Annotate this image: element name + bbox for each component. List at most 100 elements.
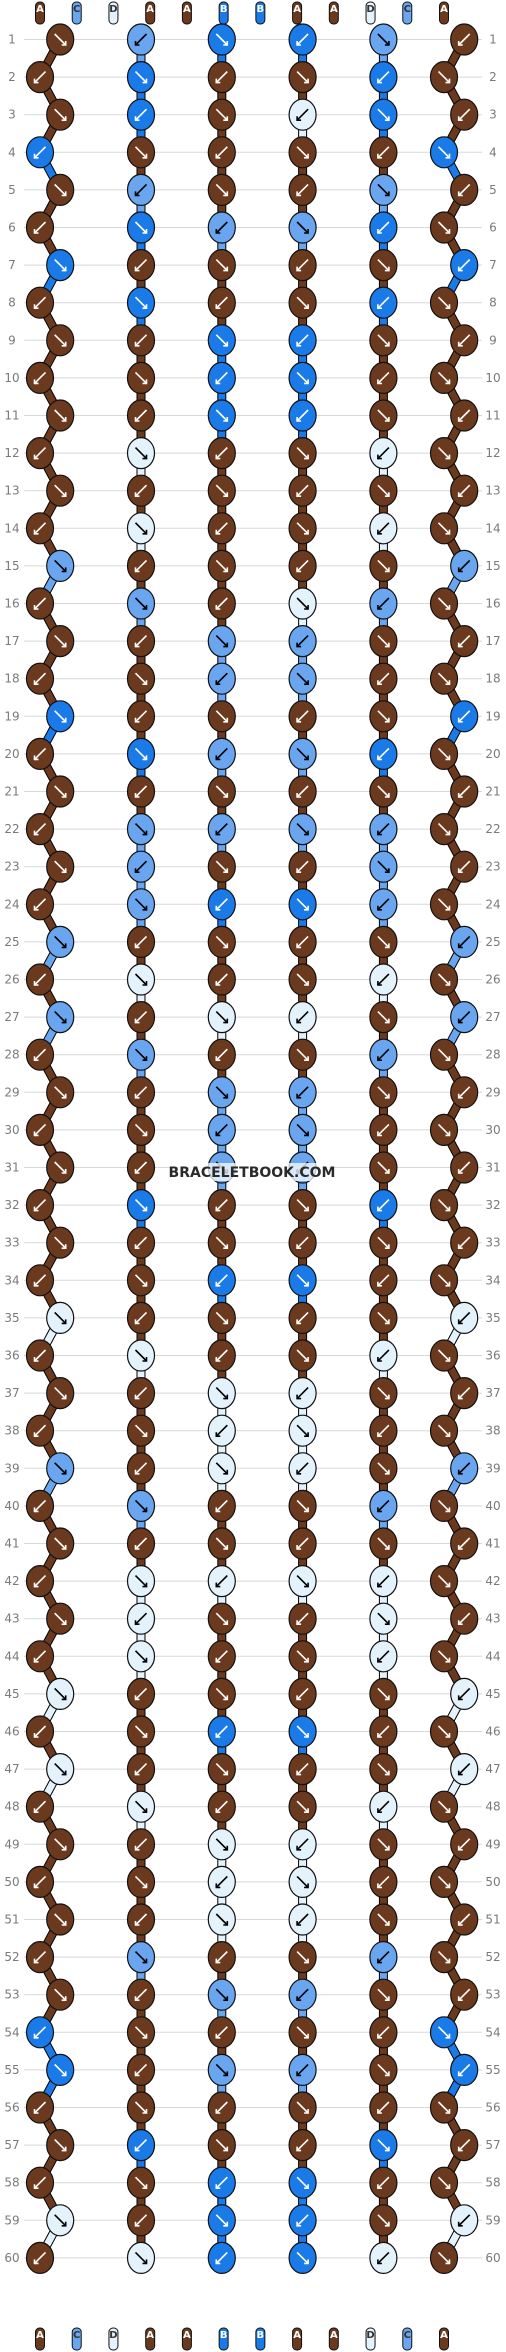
knot-arrowhead-icon: [61, 1620, 67, 1625]
knot: [288, 2204, 317, 2237]
row-number-left: 47: [4, 1762, 19, 1776]
string-tab: [365, 1, 376, 25]
knot-arrowhead-icon: [215, 1958, 221, 1964]
knot-arrow-icon: [134, 1086, 148, 1099]
row-number-left: 29: [4, 1085, 19, 1099]
knot-arrow-icon: [134, 1575, 148, 1588]
knot: [25, 662, 55, 695]
knot-arrow-icon: [134, 1236, 148, 1249]
knot-arrow-icon: [296, 522, 309, 535]
knot: [207, 624, 236, 658]
knot-arrowhead-icon: [134, 341, 140, 347]
knot-arrowhead-icon: [33, 605, 39, 610]
knot: [288, 2166, 317, 2199]
knot-arrow-icon: [296, 1988, 309, 2001]
row-number-left: 48: [4, 1800, 19, 1814]
knot: [46, 1076, 75, 1109]
row-number-left: 51: [4, 1913, 19, 1927]
knot-arrow-icon: [134, 108, 148, 121]
knot-arrow-icon: [296, 559, 309, 572]
knot-arrowhead-icon: [223, 341, 229, 347]
knot: [450, 1301, 479, 1335]
row-number-left: 13: [4, 484, 19, 498]
string-letter: A: [183, 4, 191, 15]
knot-arrowhead-icon: [304, 830, 309, 836]
knot-arrowhead-icon: [134, 1244, 140, 1249]
knot-arrowhead-icon: [223, 41, 229, 46]
knot-arrowhead-icon: [304, 2259, 309, 2265]
row-number-right: 56: [485, 2101, 500, 2115]
row-number-left: 41: [4, 1537, 19, 1551]
knot: [46, 1452, 75, 1485]
string-tab: [35, 2327, 45, 2351]
knot-arrow-icon: [296, 1725, 309, 1738]
knot: [46, 1677, 75, 1711]
top-string: A: [181, 1, 192, 25]
knot-arrowhead-icon: [61, 717, 67, 723]
row-number-right: 31: [485, 1161, 500, 1175]
knot-arrow-icon: [437, 1199, 451, 1212]
knot: [429, 60, 459, 94]
knot-arrowhead-icon: [296, 793, 302, 798]
knot-arrowhead-icon: [134, 266, 140, 272]
top-string: A: [328, 1, 339, 25]
knot-arrow-icon: [377, 935, 390, 948]
knot: [207, 1940, 236, 1974]
knot: [369, 1489, 398, 1523]
knot-arrowhead-icon: [445, 1131, 451, 1137]
knot-arrow-icon: [296, 259, 309, 272]
knot: [126, 1301, 156, 1335]
knot: [288, 1903, 317, 1936]
knot-arrow-icon: [377, 898, 390, 911]
knot: [429, 1640, 459, 1673]
knot-arrowhead-icon: [33, 1808, 39, 1813]
knot: [429, 211, 459, 244]
knot-arrowhead-icon: [457, 793, 463, 798]
knot: [429, 1264, 459, 1297]
knot-arrowhead-icon: [61, 1244, 67, 1249]
string-tab: [145, 2327, 156, 2351]
string-letter: A: [36, 2330, 44, 2341]
knot-arrow-icon: [215, 935, 228, 948]
knot: [207, 1301, 236, 1335]
knot-arrow-icon: [437, 1424, 451, 1437]
top-string: D: [108, 1, 119, 25]
knot: [207, 850, 236, 883]
row-number-left: 58: [4, 2176, 19, 2190]
knot: [450, 1602, 479, 1635]
knot: [369, 1452, 398, 1485]
knot-arrow-icon: [134, 597, 148, 610]
knot-arrow-icon: [215, 33, 228, 46]
knot: [369, 60, 398, 94]
knot: [207, 1527, 236, 1560]
knot-arrowhead-icon: [61, 2221, 67, 2227]
knot-arrowhead-icon: [223, 1093, 229, 1099]
top-string: C: [71, 1, 82, 25]
knot-arrow-icon: [458, 1011, 471, 1024]
knot: [369, 1715, 398, 1748]
knot-arrowhead-icon: [304, 1507, 309, 1513]
knot-arrowhead-icon: [134, 1921, 140, 1926]
bottom-string: A: [181, 2327, 192, 2351]
knot-arrow-icon: [134, 635, 148, 648]
knot: [429, 1790, 459, 1823]
knot-arrowhead-icon: [61, 1770, 67, 1776]
knot-arrow-icon: [33, 146, 47, 159]
knot-arrow-icon: [134, 973, 148, 986]
knot-arrow-icon: [296, 2176, 309, 2189]
row-number-left: 50: [4, 1875, 19, 1889]
knot-arrowhead-icon: [384, 492, 390, 497]
knot-arrow-icon: [437, 973, 451, 986]
row-number-left: 43: [4, 1612, 19, 1626]
knot: [207, 587, 236, 620]
knot-arrowhead-icon: [134, 717, 140, 723]
knot-arrow-icon: [54, 559, 67, 572]
knot: [288, 399, 317, 432]
knot-arrow-icon: [437, 1274, 451, 1287]
row-number-left: 34: [4, 1273, 19, 1287]
knot-arrow-icon: [134, 1612, 148, 1625]
knot: [126, 474, 156, 507]
knot-arrow-icon: [134, 1123, 148, 1136]
